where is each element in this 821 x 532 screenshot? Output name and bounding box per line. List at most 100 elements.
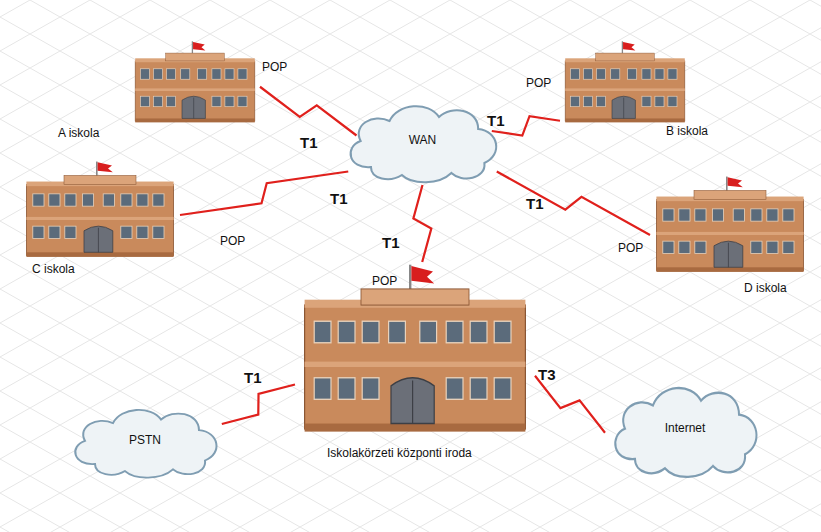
building-node: D iskola [650, 175, 810, 275]
line-label: T1 [382, 234, 400, 251]
door-split [728, 243, 729, 268]
window [121, 226, 132, 238]
window [82, 194, 93, 206]
window [642, 69, 651, 79]
window [238, 96, 247, 106]
window [420, 321, 437, 343]
window [446, 378, 463, 400]
t-line-link [535, 376, 605, 433]
floor-band [26, 217, 173, 220]
parapet [166, 53, 225, 61]
window [655, 69, 664, 79]
window [362, 378, 379, 400]
building-node: Iskolakörzeti központi iroda [295, 262, 535, 437]
building-body [656, 200, 803, 271]
window [49, 226, 60, 238]
door [84, 226, 113, 252]
window [596, 69, 605, 79]
cloud-node: WAN [340, 95, 505, 185]
window [65, 226, 76, 238]
floor-band [656, 232, 803, 235]
window [33, 226, 44, 238]
cloud-text-wrap: WAN [340, 95, 505, 185]
window [198, 69, 207, 79]
window [140, 96, 149, 106]
building-label: D iskola [744, 281, 787, 295]
school-building [130, 40, 260, 125]
window [314, 321, 331, 343]
cloud-text-wrap: Internet [605, 375, 765, 480]
flag [728, 177, 743, 187]
window [238, 69, 247, 79]
line-label: T1 [330, 190, 348, 207]
base [565, 118, 685, 122]
parapet [694, 190, 766, 199]
building-node: A iskola [130, 40, 260, 125]
building-body [565, 61, 685, 121]
window [668, 96, 677, 106]
cloud-label: PSTN [129, 433, 161, 447]
building-label: A iskola [58, 126, 99, 140]
window [783, 241, 794, 253]
window [181, 69, 190, 79]
building-node: C iskola [20, 160, 180, 260]
window [494, 378, 511, 400]
window [140, 69, 149, 79]
window [583, 96, 592, 106]
window [663, 241, 674, 253]
parapet [596, 53, 655, 61]
building-node: B iskola [560, 40, 690, 125]
floor-band [565, 88, 685, 91]
window [225, 69, 234, 79]
building-label: C iskola [32, 262, 75, 276]
t-line-link [222, 385, 295, 425]
window [225, 96, 234, 106]
door-split [412, 380, 413, 423]
window [137, 194, 148, 206]
window [49, 194, 60, 206]
floor-band [135, 88, 255, 91]
cloud-node: PSTN [65, 400, 225, 480]
window [338, 378, 355, 400]
window [166, 96, 175, 106]
line-label: T1 [244, 369, 262, 386]
cloud-label: Internet [665, 421, 706, 435]
cloud-text-wrap: PSTN [65, 400, 225, 480]
base [26, 252, 173, 257]
cloud-node: Internet [605, 375, 765, 480]
cloud-label: WAN [409, 133, 437, 147]
window [153, 69, 162, 79]
window [695, 241, 706, 253]
building-label: Iskolakörzeti központi iroda [327, 446, 472, 460]
t-line-link [260, 87, 357, 136]
building-body [305, 305, 526, 429]
door-split [623, 98, 624, 119]
parapet [361, 289, 469, 305]
window [212, 69, 221, 79]
window [389, 321, 406, 343]
window [65, 194, 76, 206]
window [494, 321, 511, 343]
window [470, 321, 487, 343]
window [628, 69, 637, 79]
door-split [98, 228, 99, 253]
door [714, 241, 743, 267]
window [751, 241, 762, 253]
window [583, 69, 592, 79]
line-label: T1 [300, 134, 318, 151]
cloud-outline [615, 388, 756, 477]
window [153, 194, 164, 206]
window [212, 96, 221, 106]
window [751, 209, 762, 221]
t-line-link [497, 172, 650, 236]
door [612, 96, 635, 118]
pop-label: POP [526, 76, 551, 90]
pop-label: POP [372, 274, 397, 288]
flag [193, 42, 205, 51]
window [596, 96, 605, 106]
window [446, 321, 463, 343]
t-line-link [413, 185, 431, 262]
building-label: B iskola [666, 124, 708, 138]
window [121, 194, 132, 206]
